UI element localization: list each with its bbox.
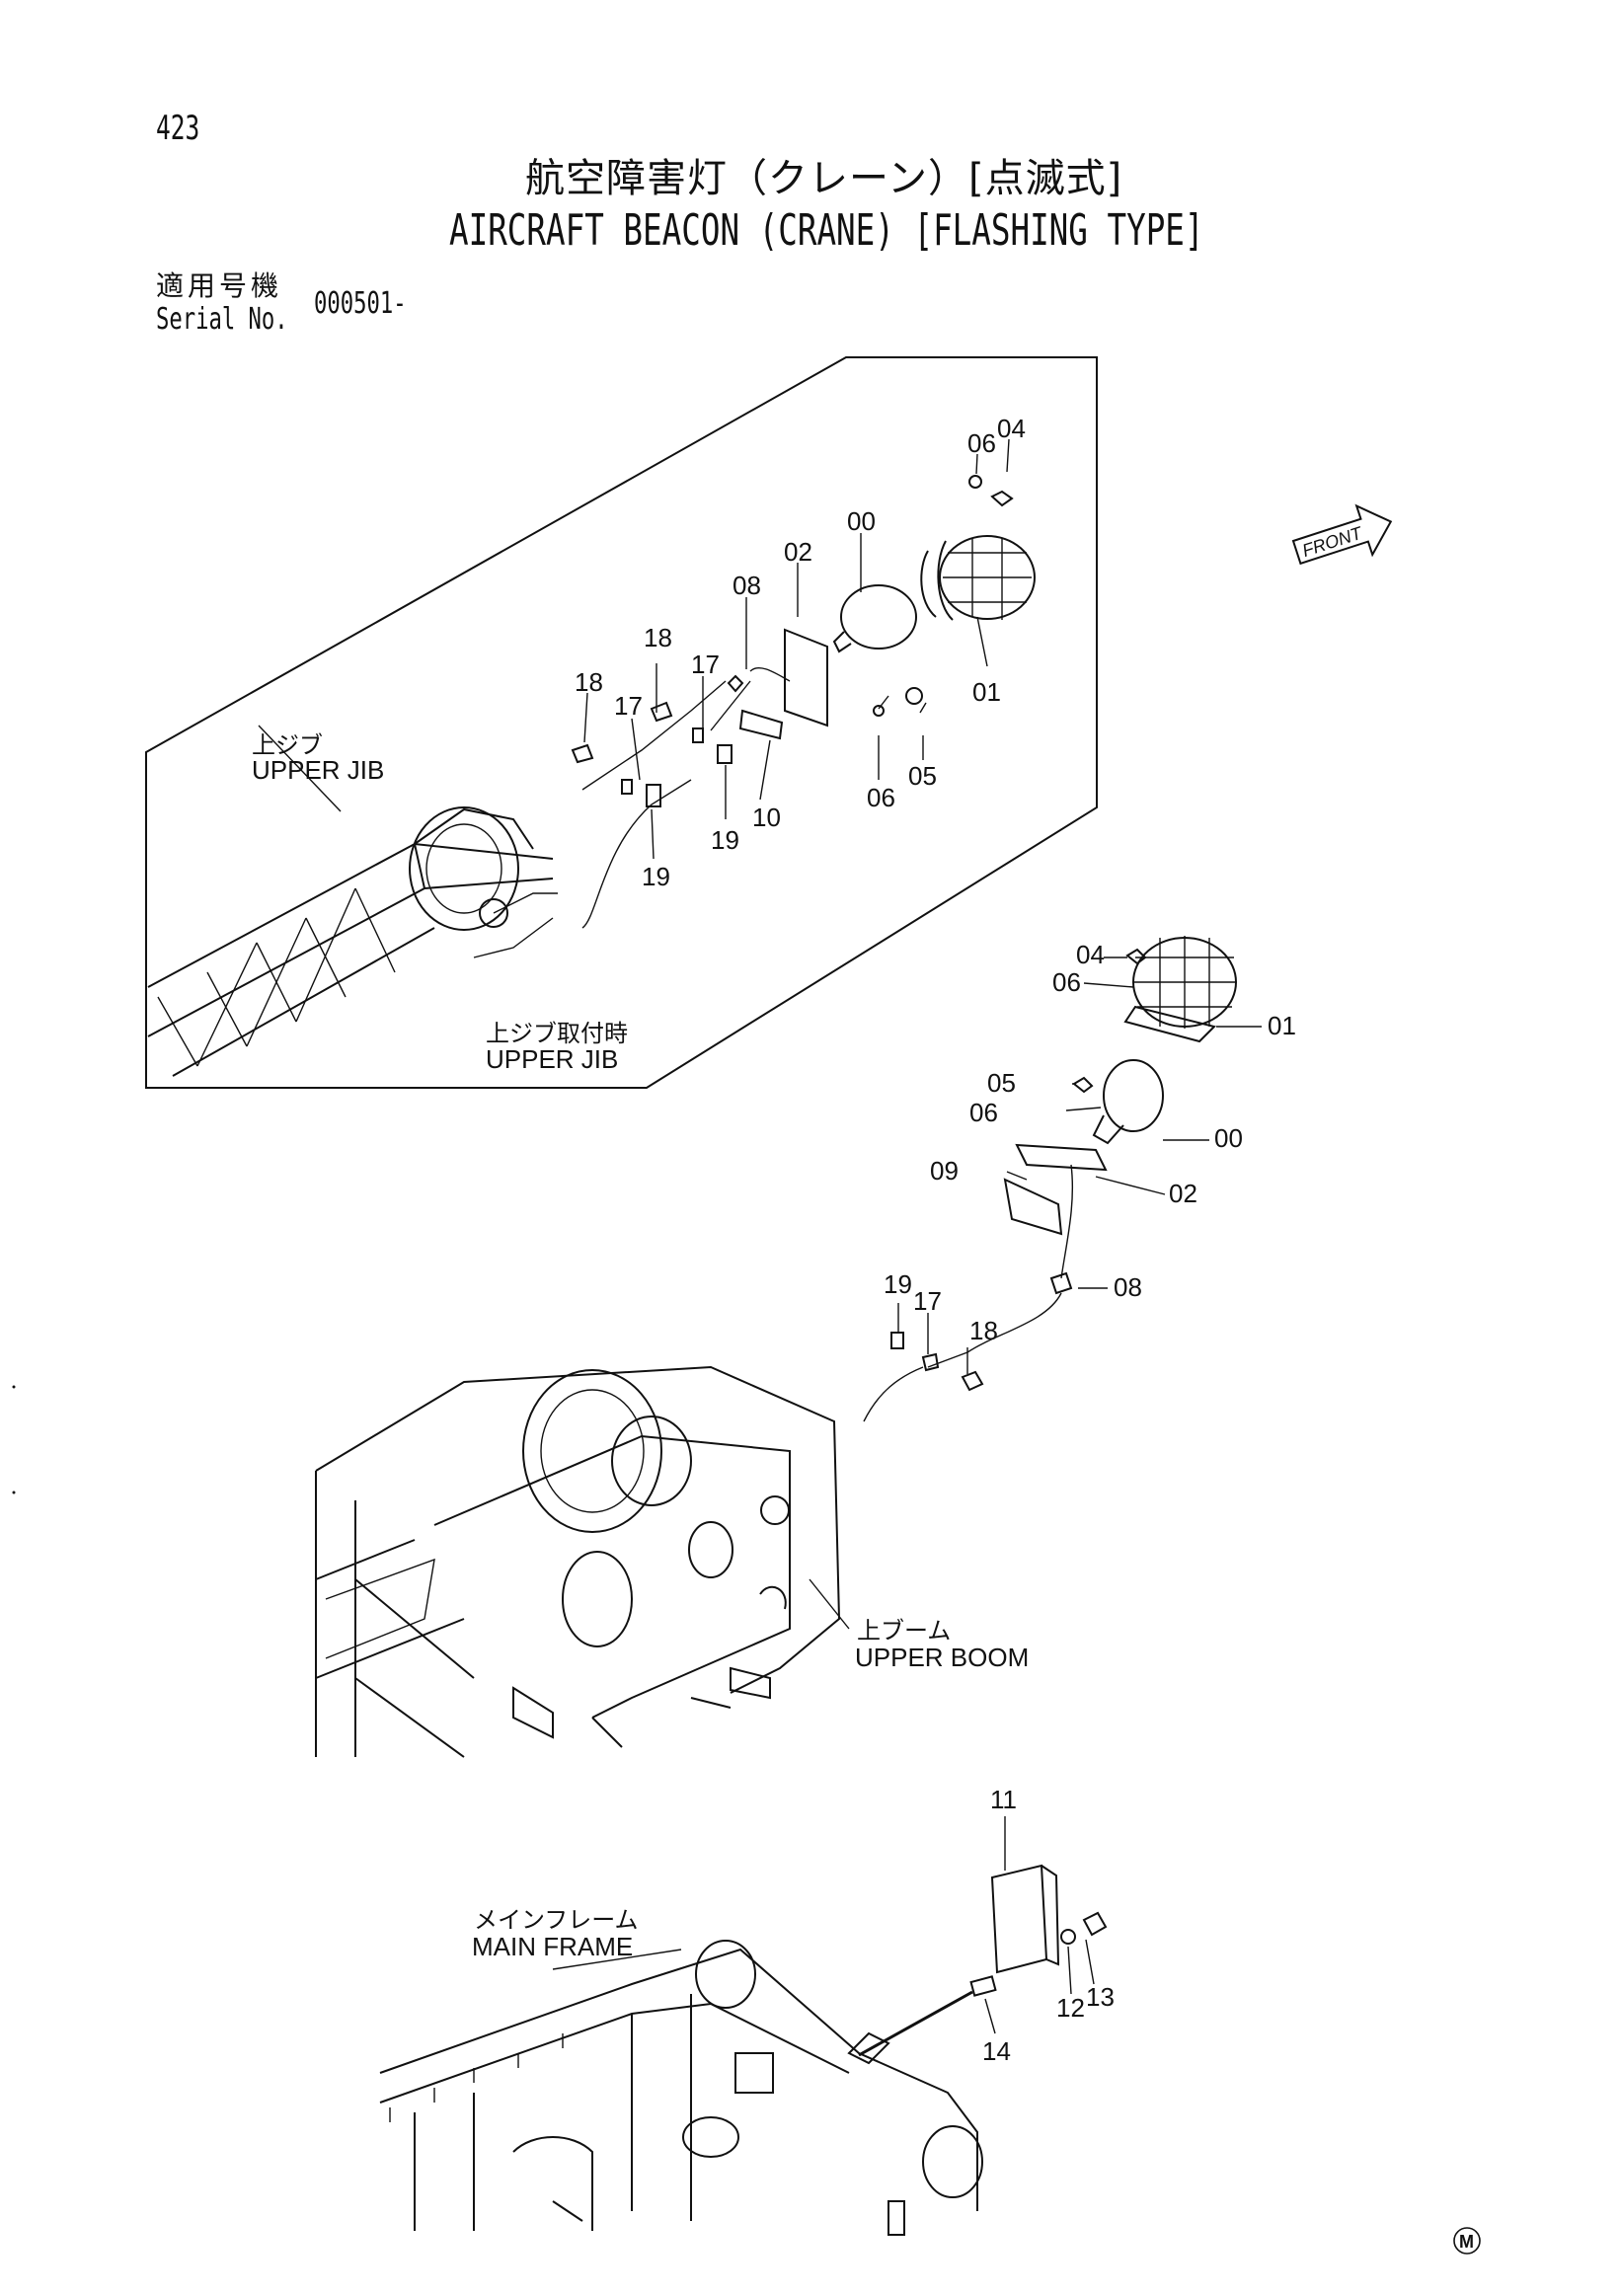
serial-number-value: 000501- bbox=[314, 286, 407, 321]
part-number: 12 bbox=[1056, 1993, 1085, 2023]
margin-dot bbox=[12, 1385, 16, 1389]
upper-jib-leader bbox=[258, 725, 342, 812]
upper-jib-inset-frame bbox=[145, 356, 1098, 1089]
upper-boom-caption-ja: 上ブーム bbox=[857, 1617, 952, 1645]
part-number: 17 bbox=[913, 1286, 942, 1316]
part-number: 06 bbox=[969, 1098, 998, 1127]
part-number: 17 bbox=[614, 691, 643, 721]
upper-boom-structure bbox=[315, 1365, 850, 1758]
frame-leader-lines bbox=[552, 1816, 1095, 2034]
part-number: 05 bbox=[908, 761, 937, 791]
inset-clamps bbox=[571, 701, 733, 807]
upper-jib-caption-en: UPPER JIB bbox=[252, 755, 385, 785]
main-frame-caption-en: MAIN FRAME bbox=[472, 1932, 634, 1961]
boom-leader-lines bbox=[897, 957, 1262, 1374]
boom-mounting-plate bbox=[863, 948, 1147, 1422]
part-number: 06 bbox=[967, 428, 996, 458]
page-number: 423 bbox=[156, 109, 200, 148]
part-number: 08 bbox=[733, 571, 761, 600]
part-number: 01 bbox=[1268, 1011, 1296, 1040]
part-number: 13 bbox=[1086, 1982, 1115, 2012]
part-number: 02 bbox=[1169, 1179, 1197, 1208]
main-frame-caption-ja: メインフレーム bbox=[474, 1906, 639, 1934]
part-number: 02 bbox=[784, 537, 812, 567]
part-number: 18 bbox=[969, 1316, 998, 1345]
inset-beacon-lamp bbox=[832, 584, 917, 653]
inset-leader-lines bbox=[583, 438, 1010, 860]
part-number: 19 bbox=[884, 1269, 912, 1299]
footer-mark-letter: M bbox=[1459, 2232, 1474, 2252]
main-frame-flasher-unit bbox=[858, 1864, 1108, 2057]
part-number: 11 bbox=[990, 1785, 1017, 1814]
part-number: 09 bbox=[930, 1156, 959, 1186]
part-number: 18 bbox=[644, 623, 672, 652]
part-number: 06 bbox=[867, 783, 895, 812]
upper-jib-caption-ja: 上ジブ bbox=[252, 731, 323, 759]
part-number: 04 bbox=[1076, 940, 1105, 969]
upper-jib-structure bbox=[147, 725, 692, 1077]
part-number: 04 bbox=[997, 414, 1026, 443]
part-number: 14 bbox=[982, 2036, 1011, 2066]
part-number: 00 bbox=[1214, 1123, 1243, 1153]
part-number: 17 bbox=[691, 650, 720, 679]
margin-dot bbox=[12, 1491, 16, 1494]
part-number: 18 bbox=[575, 667, 603, 697]
serial-label-english: Serial No. bbox=[156, 302, 288, 337]
boom-beacon-guard bbox=[1123, 936, 1237, 1043]
serial-label-japanese: 適用号機 bbox=[156, 269, 283, 302]
inset-beacon-guard bbox=[920, 475, 1036, 621]
part-number: 08 bbox=[1114, 1272, 1142, 1302]
title-english: AIRCRAFT BEACON (CRANE) [FLASHING TYPE] bbox=[449, 205, 1204, 256]
front-arrow-icon: FRONT bbox=[1291, 503, 1393, 566]
part-number: 19 bbox=[711, 825, 739, 855]
part-number: 06 bbox=[1052, 967, 1081, 997]
main-frame-structure bbox=[379, 1940, 983, 2236]
upper-jib-mount-caption-en: UPPER JIB bbox=[486, 1044, 619, 1074]
part-number: 00 bbox=[847, 506, 876, 536]
part-number: 10 bbox=[752, 803, 781, 832]
inset-mounting-plate bbox=[581, 628, 923, 791]
part-number: 01 bbox=[972, 677, 1001, 707]
footer-mark-icon: M bbox=[1453, 2227, 1481, 2255]
upper-jib-mount-caption-ja: 上ジブ取付時 bbox=[486, 1020, 628, 1047]
boom-beacon-lamp bbox=[1092, 1059, 1164, 1145]
part-number: 05 bbox=[987, 1068, 1016, 1098]
title-japanese: 航空障害灯（クレーン）[点滅式] bbox=[525, 156, 1123, 201]
part-number: 19 bbox=[642, 862, 670, 891]
upper-boom-caption-en: UPPER BOOM bbox=[855, 1643, 1030, 1672]
part-number-labels: 04 06 00 02 08 18 17 18 17 01 06 05 19 1… bbox=[575, 414, 1296, 2066]
